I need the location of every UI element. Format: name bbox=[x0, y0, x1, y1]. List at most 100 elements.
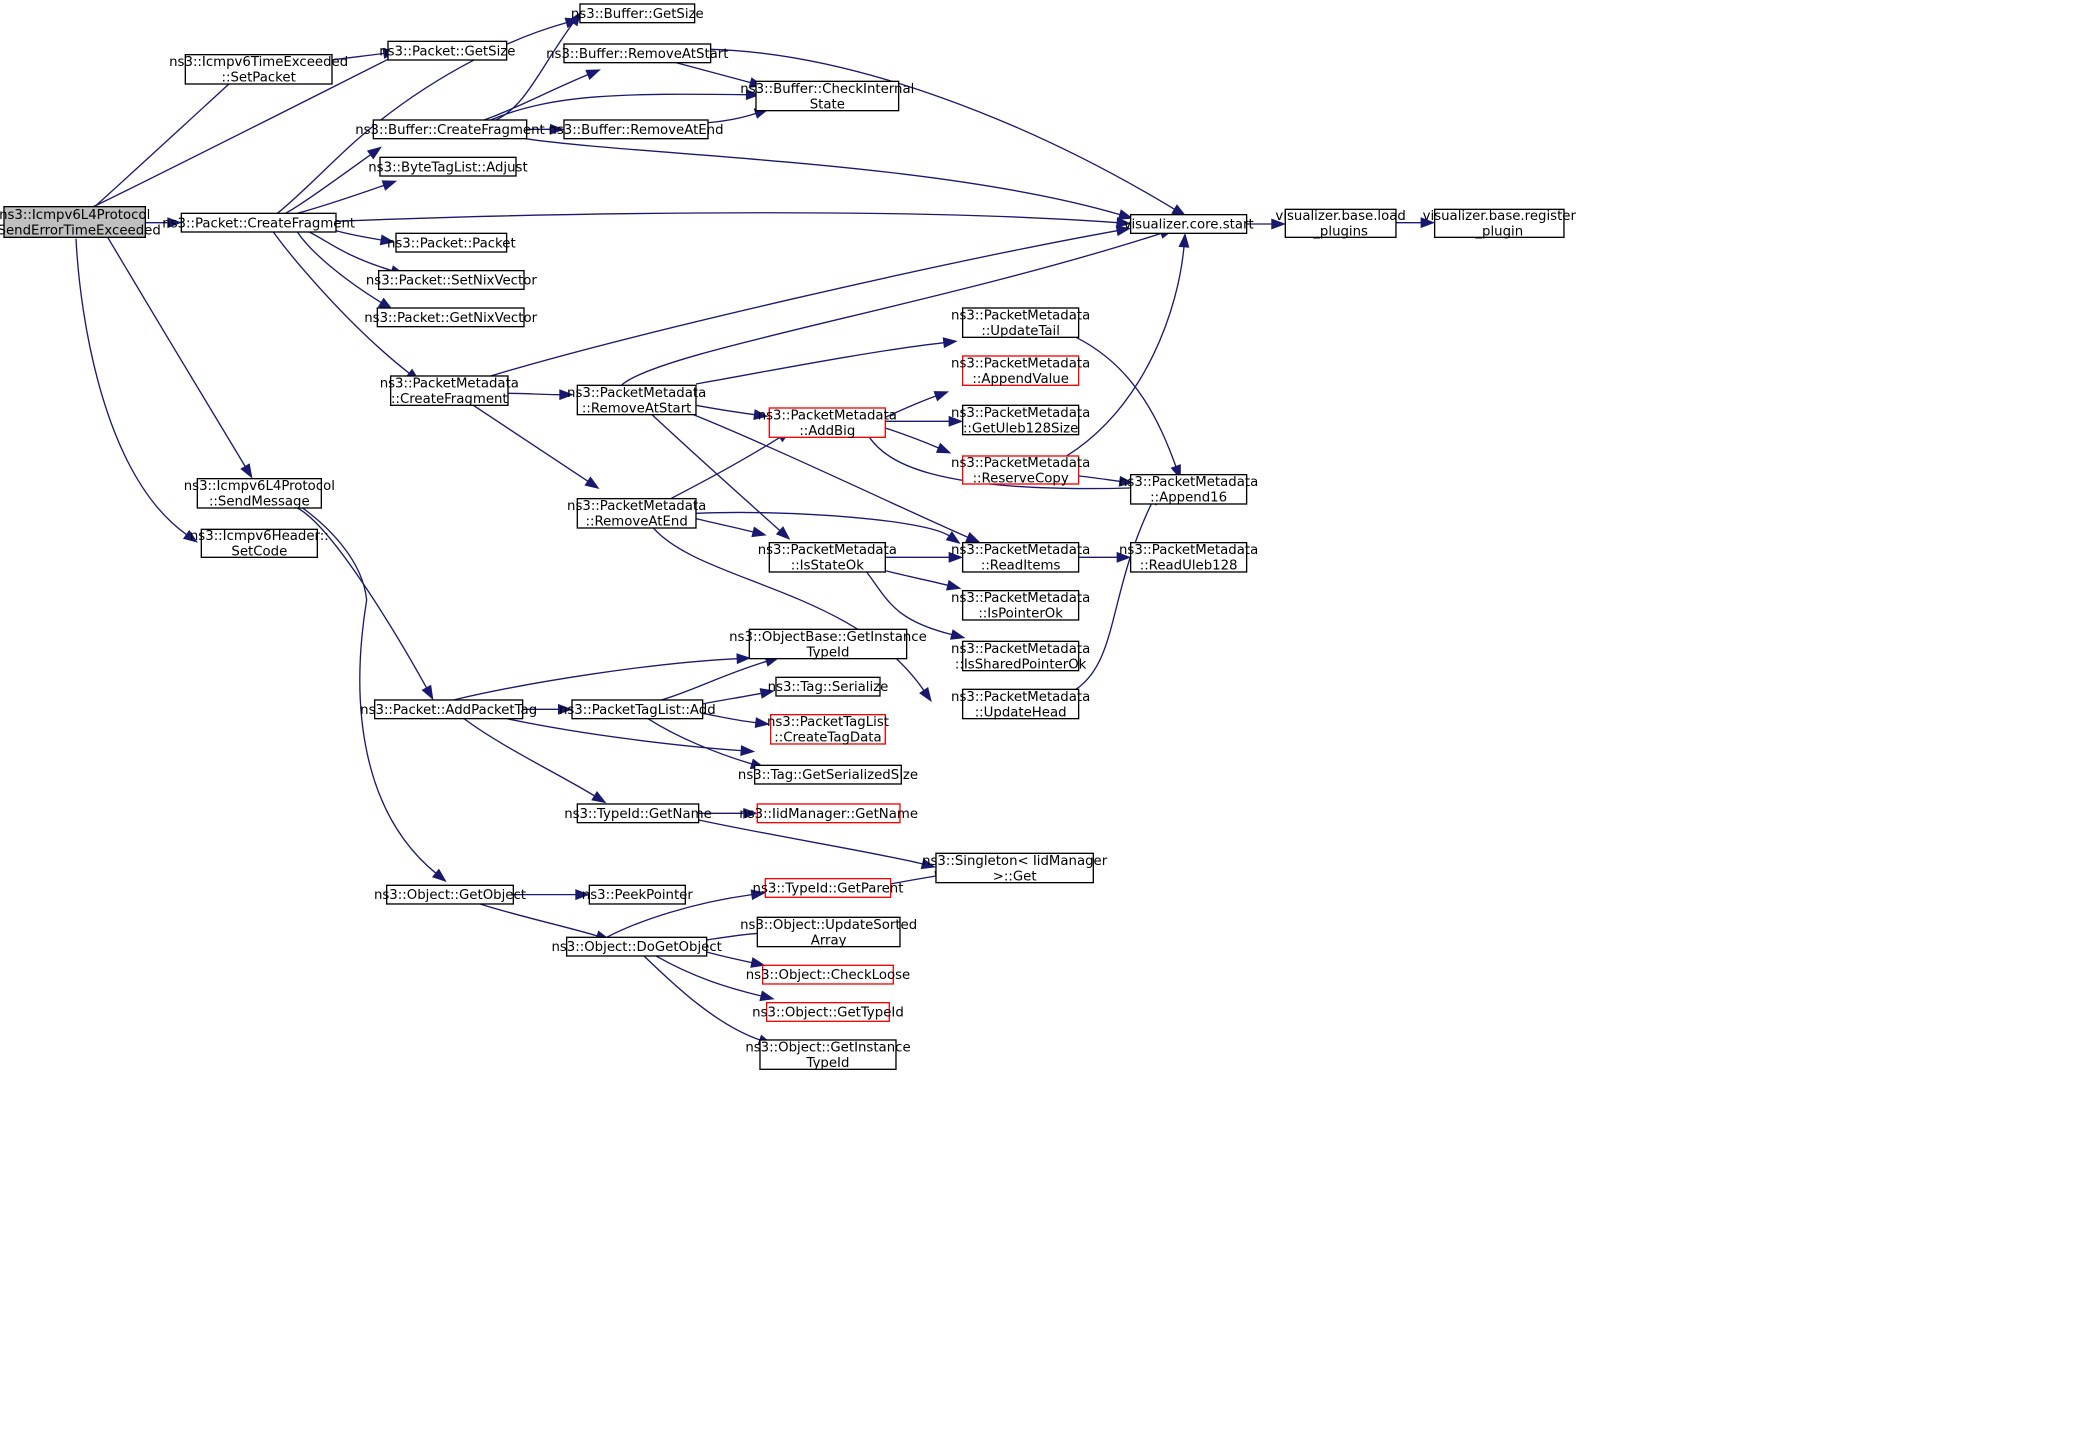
node-ilsm[interactable]: ns3::Icmpv6L4Protocol::SendMessage bbox=[184, 477, 335, 510]
node-box[interactable] bbox=[3, 205, 146, 238]
node-papt[interactable]: ns3::Packet::AddPacketTag bbox=[360, 699, 537, 720]
node-pmras[interactable]: ns3::PacketMetadata::RemoveAtStart bbox=[567, 384, 706, 416]
node-box[interactable] bbox=[1129, 541, 1248, 573]
node-ocl[interactable]: ns3::Object::CheckLoose bbox=[746, 964, 911, 985]
node-pmri[interactable]: ns3::PacketMetadata::ReadItems bbox=[951, 541, 1090, 574]
node-bgs[interactable]: ns3::Buffer::GetSize bbox=[571, 3, 704, 24]
node-pgs[interactable]: ns3::Packet::GetSize bbox=[379, 40, 515, 61]
node-box[interactable] bbox=[385, 884, 514, 905]
node-pp[interactable]: ns3::Packet::Packet bbox=[387, 232, 516, 253]
node-pmrc[interactable]: ns3::PacketMetadata::ReserveCopy bbox=[951, 455, 1090, 487]
node-box[interactable] bbox=[765, 1001, 890, 1022]
node-box[interactable] bbox=[1433, 208, 1565, 238]
node-pmav[interactable]: ns3::PacketMetadata::AppendValue bbox=[951, 355, 1090, 387]
node-pcf[interactable]: ns3::Packet::CreateFragment bbox=[162, 212, 355, 233]
node-box[interactable] bbox=[935, 852, 1094, 884]
node-box[interactable] bbox=[753, 764, 902, 785]
node-box[interactable] bbox=[379, 156, 517, 177]
node-pmiso[interactable]: ns3::PacketMetadata::IsStateOk bbox=[758, 541, 897, 574]
node-tigp[interactable]: ns3::TypeId::GetParent bbox=[753, 877, 904, 898]
node-pmgu[interactable]: ns3::PacketMetadata::GetUleb128Size bbox=[951, 404, 1090, 436]
node-box[interactable] bbox=[756, 916, 901, 948]
node-ogo[interactable]: ns3::Object::GetObject bbox=[374, 884, 526, 905]
node-box[interactable] bbox=[588, 884, 686, 905]
node-ptlctd[interactable]: ns3::PacketTagList::CreateTagData bbox=[767, 713, 889, 746]
node-box[interactable] bbox=[961, 404, 1080, 436]
node-box[interactable] bbox=[563, 119, 709, 140]
node-box[interactable] bbox=[961, 688, 1080, 720]
node-box[interactable] bbox=[372, 119, 528, 140]
node-box[interactable] bbox=[764, 877, 892, 898]
node-box[interactable] bbox=[200, 528, 318, 558]
node-box[interactable] bbox=[387, 40, 508, 61]
node-box[interactable] bbox=[755, 80, 900, 112]
node-ptla[interactable]: ns3::PacketTagList::Add bbox=[559, 699, 716, 720]
node-box[interactable] bbox=[1284, 208, 1397, 238]
node-box[interactable] bbox=[373, 699, 524, 720]
node-box[interactable] bbox=[768, 541, 886, 573]
node-pmab[interactable]: ns3::PacketMetadata::AddBig bbox=[758, 407, 897, 439]
node-pmispo[interactable]: ns3::PacketMetadata::IsSharedPointerOk bbox=[951, 640, 1090, 672]
node-box[interactable] bbox=[377, 269, 525, 290]
node-ogti[interactable]: ns3::Object::GetTypeId bbox=[752, 1001, 904, 1022]
node-box[interactable] bbox=[576, 497, 697, 529]
node-tigm[interactable]: ns3::TypeId::GetName bbox=[564, 803, 712, 824]
node-box[interactable] bbox=[579, 3, 696, 24]
node-box[interactable] bbox=[180, 212, 337, 233]
node-pma16[interactable]: ns3::PacketMetadata::Append16 bbox=[1119, 473, 1258, 506]
node-brae[interactable]: ns3::Buffer::RemoveAtEnd bbox=[548, 119, 724, 140]
node-box[interactable] bbox=[748, 628, 908, 660]
node-box[interactable] bbox=[576, 384, 697, 416]
node-pmrae[interactable]: ns3::PacketMetadata::RemoveAtEnd bbox=[567, 497, 706, 530]
node-box[interactable] bbox=[961, 541, 1080, 573]
node-box[interactable] bbox=[961, 307, 1080, 338]
node-box[interactable] bbox=[759, 1039, 897, 1070]
node-pmut[interactable]: ns3::PacketMetadata::UpdateTail bbox=[951, 307, 1090, 339]
node-box[interactable] bbox=[756, 803, 901, 824]
node-box[interactable] bbox=[565, 936, 708, 957]
node-pmipo[interactable]: ns3::PacketMetadata::IsPointerOk bbox=[951, 589, 1090, 622]
node-iimgn[interactable]: ns3::IidManager::GetName bbox=[739, 803, 918, 824]
node-box[interactable] bbox=[563, 43, 712, 64]
node-box[interactable] bbox=[961, 355, 1080, 386]
node-ihsc[interactable]: ns3::Icmpv6Header::SetCode bbox=[190, 528, 329, 560]
node-npp[interactable]: ns3::PeekPointer bbox=[582, 884, 694, 905]
node-sig[interactable]: ns3::Singleton< IidManager >::Get bbox=[922, 852, 1108, 884]
node-box[interactable] bbox=[395, 232, 508, 253]
node-psnv[interactable]: ns3::Packet::SetNixVector bbox=[366, 269, 537, 290]
node-root[interactable]: ns3::Icmpv6L4Protocol::SendErrorTimeExce… bbox=[0, 205, 161, 239]
node-box[interactable] bbox=[184, 54, 333, 85]
node-box[interactable] bbox=[961, 455, 1080, 485]
node-box[interactable] bbox=[376, 307, 525, 328]
node-tesp[interactable]: ns3::Icmpv6TimeExceeded::SetPacket bbox=[169, 54, 348, 86]
node-box[interactable] bbox=[775, 676, 881, 697]
node-box[interactable] bbox=[196, 477, 322, 509]
node-vcs[interactable]: visualizer.core.start bbox=[1124, 213, 1254, 234]
node-tser[interactable]: ns3::Tag::Serialize bbox=[768, 676, 889, 697]
node-bcf[interactable]: ns3::Buffer::CreateFragment bbox=[355, 119, 545, 140]
node-box[interactable] bbox=[571, 699, 704, 720]
node-box[interactable] bbox=[761, 964, 894, 985]
node-odgo[interactable]: ns3::Object::DoGetObject bbox=[551, 936, 722, 957]
node-box[interactable] bbox=[576, 803, 700, 824]
node-pgnv[interactable]: ns3::Packet::GetNixVector bbox=[364, 307, 538, 328]
node-box[interactable] bbox=[1129, 213, 1248, 234]
node-bras[interactable]: ns3::Buffer::RemoveAtStart bbox=[546, 43, 729, 64]
node-box[interactable] bbox=[961, 589, 1080, 621]
node-box[interactable] bbox=[961, 640, 1080, 672]
node-vbrp[interactable]: visualizer.base.register_plugin bbox=[1423, 208, 1577, 240]
node-pmru[interactable]: ns3::PacketMetadata::ReadUleb128 bbox=[1119, 541, 1258, 574]
node-box[interactable] bbox=[1129, 473, 1248, 505]
node-pmuh[interactable]: ns3::PacketMetadata::UpdateHead bbox=[951, 688, 1090, 720]
node-vblp[interactable]: visualizer.base.load_plugins bbox=[1275, 208, 1406, 240]
node-tgss[interactable]: ns3::Tag::GetSerializedSize bbox=[738, 764, 918, 785]
node-pmcf[interactable]: ns3::PacketMetadata::CreateFragment bbox=[380, 375, 519, 407]
node-box[interactable] bbox=[389, 375, 509, 406]
node-box[interactable] bbox=[768, 407, 886, 438]
node-box[interactable] bbox=[769, 713, 886, 745]
node-btla[interactable]: ns3::ByteTagList::Adjust bbox=[368, 156, 528, 177]
